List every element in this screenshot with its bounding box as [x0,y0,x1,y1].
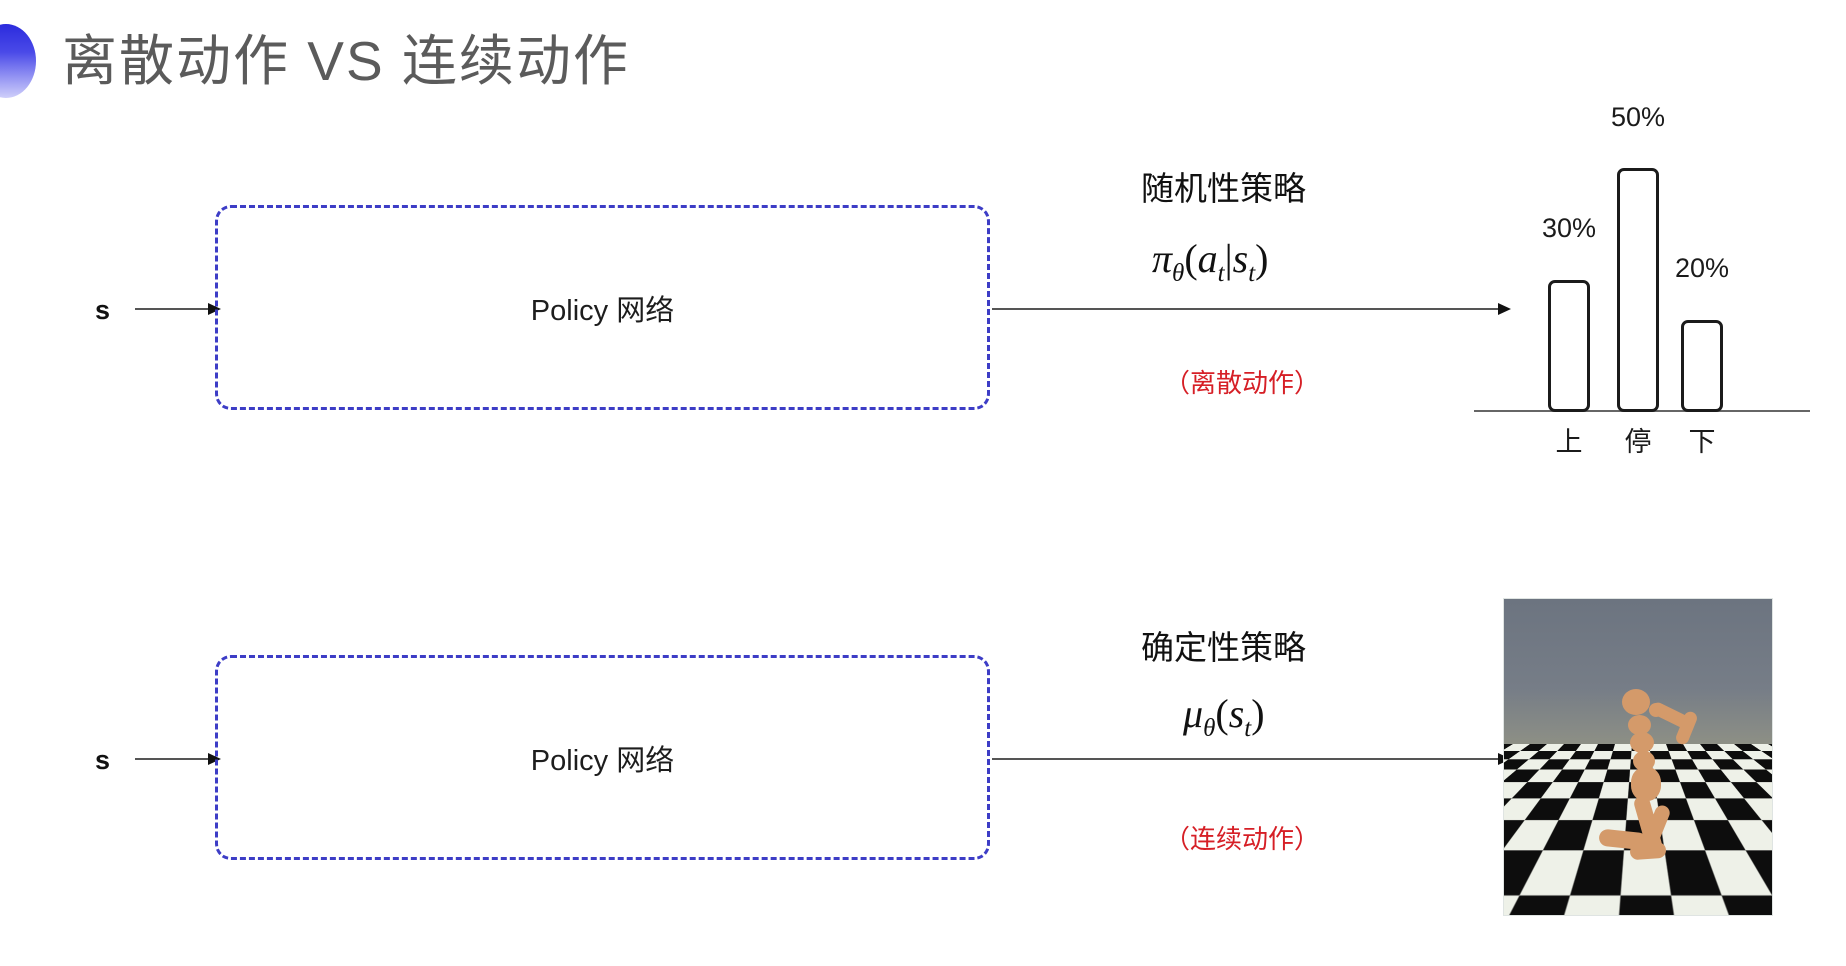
bar-stop [1617,168,1659,412]
input-arrow-row1 [135,303,221,315]
output-arrow-row1 [992,303,1512,315]
annotation-title-row1: 随机性策略 [1141,170,1306,207]
formula-s: s [1232,236,1249,281]
formula-mu: μ [1183,691,1204,736]
formula-theta-sub: θ [1172,260,1185,287]
policy-formula-row1: πθ(at|st) [1152,235,1268,288]
bar-value-down: 20% [1674,253,1730,283]
page-title: 离散动作 VS 连续动作 [62,30,630,92]
annotation-title-row2: 确定性策略 [1141,629,1306,666]
formula-open-paren-2: ( [1215,691,1229,736]
formula-s-sub-2: t [1244,715,1252,742]
state-input-label-row1: s [95,295,111,325]
input-arrow-row2 [135,753,221,765]
bar-value-up: 30% [1541,213,1597,243]
formula-close-paren: ) [1255,236,1269,281]
formula-a: a [1197,236,1218,281]
policy-network-label-row2: Policy 网络 [530,744,675,777]
formula-condition-bar: | [1224,236,1233,281]
policy-network-label-row1: Policy 网络 [530,294,675,327]
formula-open-paren: ( [1184,236,1198,281]
state-input-label-row2: s [95,745,111,775]
title-bullet-icon [0,24,36,98]
output-arrow-row2 [992,753,1512,765]
bar-category-up: 上 [1555,427,1583,457]
humanoid-simulation-image [1503,598,1773,916]
formula-s-2: s [1228,691,1245,736]
note-discrete-action: （离散动作） [1164,368,1321,398]
bar-down [1681,320,1723,412]
formula-theta-sub-2: θ [1203,715,1216,742]
policy-network-box-row2[interactable]: Policy 网络 [215,655,990,860]
formula-pi: π [1152,236,1173,281]
bar-up [1548,280,1590,412]
note-continuous-action: （连续动作） [1164,824,1321,854]
bar-value-stop: 50% [1610,102,1666,132]
formula-a-sub: t [1217,260,1225,287]
policy-network-box-row1[interactable]: Policy 网络 [215,205,990,410]
formula-close-paren-2: ) [1251,691,1265,736]
action-probability-bar-chart: 30% 上 50% 停 20% 下 [1466,100,1811,457]
policy-formula-row2: μθ(st) [1183,690,1265,743]
bar-category-down: 下 [1688,427,1716,457]
slide-right-edge [1842,0,1846,966]
bar-category-stop: 停 [1624,427,1652,457]
formula-s-sub: t [1248,260,1256,287]
